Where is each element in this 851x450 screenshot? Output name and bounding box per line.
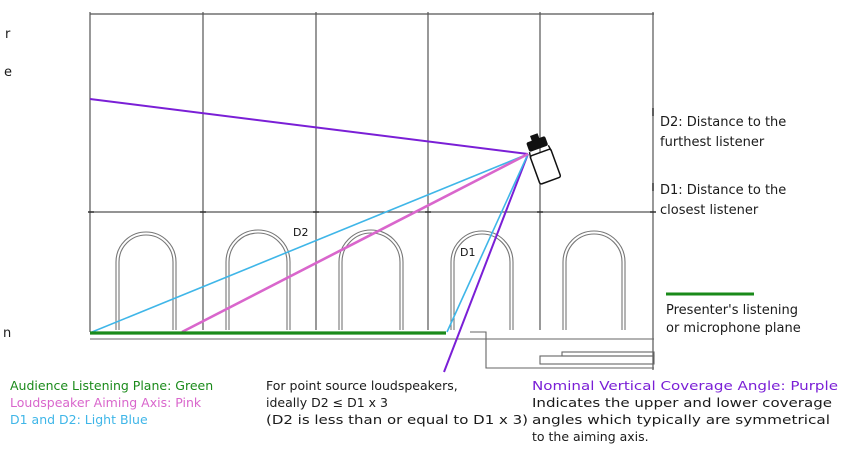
arch [453, 233, 511, 330]
caption-middle-line: ideally D2 ≤ D1 x 3 [266, 395, 388, 410]
loudspeaker-body [529, 148, 562, 185]
arch [562, 230, 626, 330]
left-edge-char: r [5, 27, 11, 42]
d2-note-line: furthest listener [660, 135, 765, 150]
loudspeaker-icon [526, 133, 562, 185]
arch [115, 231, 177, 330]
d2-distance-line [91, 153, 529, 333]
arches [115, 229, 626, 330]
caption-middle: For point source loudspeakers, ideally D… [266, 378, 528, 427]
d1-label: D1 [460, 246, 475, 259]
coverage-line-lower [443, 153, 529, 373]
arch [450, 230, 514, 330]
caption-right: Nominal Vertical Coverage Angle: Purple … [532, 378, 838, 444]
d1-note-line: D1: Distance to the [660, 183, 786, 198]
caption-purple: Nominal Vertical Coverage Angle: Purple [532, 378, 838, 393]
caption-blue: D1 and D2: Light Blue [10, 412, 148, 427]
d2-label: D2 [293, 226, 308, 239]
caption-right-line: Indicates the upper and lower coverage [532, 395, 832, 410]
caption-green: Audience Listening Plane: Green [10, 378, 213, 393]
arch [118, 234, 174, 330]
loudspeaker-yoke [528, 152, 532, 159]
building-grid [89, 12, 654, 370]
presenter-note-line: Presenter's listening [666, 303, 798, 318]
caption-middle-line: For point source loudspeakers, [266, 378, 458, 393]
loudspeaker-yoke [547, 144, 552, 151]
step-outline [470, 331, 654, 369]
aiming-axis-line [181, 152, 529, 334]
presenter-note-line: or microphone plane [666, 321, 801, 336]
arch [341, 232, 401, 330]
caption-right-line: to the aiming axis. [532, 429, 649, 444]
caption-right-line: angles which typically are symmetrical [532, 412, 830, 427]
caption-left: Audience Listening Plane: Green Loudspea… [10, 378, 213, 427]
grid-ticks [88, 108, 656, 213]
d1-note-line: closest listener [660, 203, 759, 218]
coverage-line-upper [89, 98, 529, 155]
stage-platform [539, 355, 655, 365]
loudspeaker-bracket [526, 136, 548, 152]
d1-distance-line [446, 153, 529, 333]
floor-outline [90, 331, 655, 369]
d2-note-line: D2: Distance to the [660, 115, 786, 130]
loudspeaker-mount [530, 133, 540, 142]
left-edge-char: e [4, 65, 12, 80]
caption-pink: Loudspeaker Aiming Axis: Pink [10, 395, 202, 410]
left-edge-char: n [3, 326, 11, 341]
caption-middle-line: (D2 is less than or equal to D1 x 3) [266, 412, 528, 427]
arch [565, 233, 623, 330]
stage-platform [561, 351, 655, 357]
